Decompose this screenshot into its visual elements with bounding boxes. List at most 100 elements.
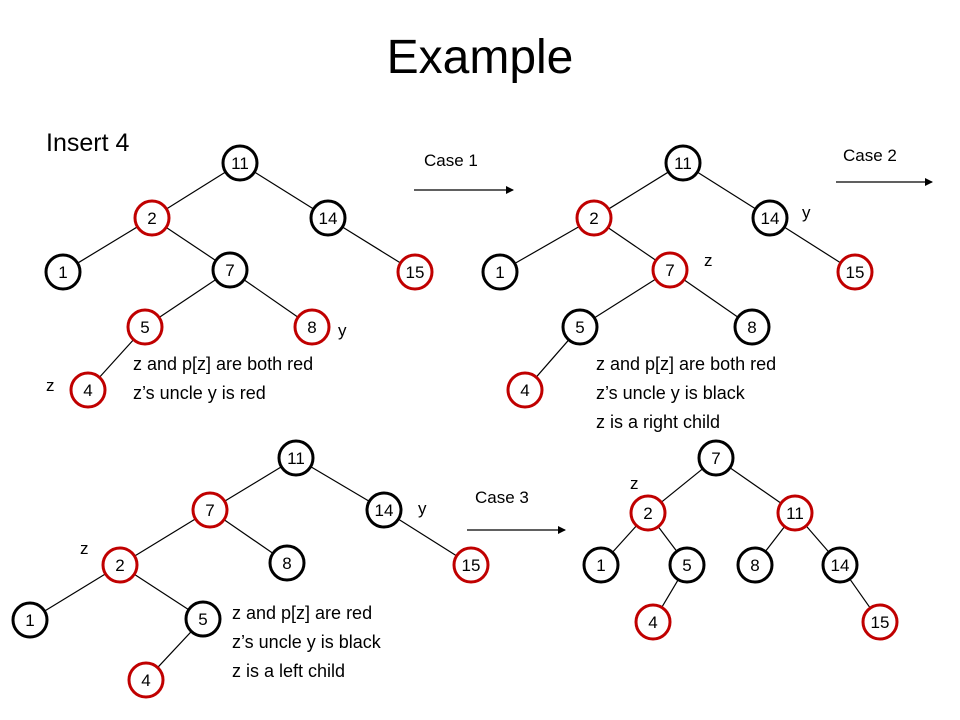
- tree-edge: [254, 171, 314, 210]
- node-circle: [221, 144, 259, 182]
- tree-edge: [660, 468, 704, 503]
- node-key: 14: [761, 209, 780, 228]
- tree-edge: [607, 227, 657, 261]
- node-key: 2: [147, 209, 156, 228]
- y-marker-insert: y: [338, 321, 347, 340]
- y-marker-case1: y: [802, 203, 811, 222]
- node-circle: [365, 491, 403, 529]
- node-key: 7: [205, 501, 214, 520]
- node-key: 5: [140, 318, 149, 337]
- node-key: 1: [495, 263, 504, 282]
- notes-case2: z and p[z] are red z’s uncle y is black …: [232, 599, 381, 686]
- node-circle: [821, 546, 859, 584]
- node-key: 15: [846, 263, 865, 282]
- node-circle: [634, 603, 672, 641]
- tree-node-2: 2: [629, 494, 667, 532]
- note-line: z’s uncle y is red: [133, 383, 266, 403]
- node-key: 7: [665, 261, 674, 280]
- node-circle: [668, 546, 706, 584]
- tree-node-11: 11: [776, 494, 814, 532]
- node-key: 8: [747, 318, 756, 337]
- tree-edge: [98, 339, 135, 378]
- node-circle: [582, 546, 620, 584]
- notes-insert: z and p[z] are both red z’s uncle y is r…: [133, 350, 313, 408]
- node-circle: [506, 371, 544, 409]
- z-marker-insert: z: [46, 376, 55, 395]
- tree-edge: [514, 225, 580, 265]
- tree-node-5: 5: [668, 546, 706, 584]
- node-circle: [44, 253, 82, 291]
- node-circle: [211, 251, 249, 289]
- node-circle: [309, 199, 347, 237]
- tree-node-15: 15: [836, 253, 874, 291]
- case1-label: Case 1: [424, 151, 478, 170]
- tree-node-8: 8: [293, 308, 331, 346]
- tree-node-15: 15: [452, 546, 490, 584]
- tree-edge: [729, 467, 782, 504]
- node-key: 5: [575, 318, 584, 337]
- node-key: 5: [682, 556, 691, 575]
- tree-node-2: 2: [101, 546, 139, 584]
- node-key: 7: [225, 261, 234, 280]
- note-line: z’s uncle y is black: [232, 632, 381, 652]
- node-circle: [396, 253, 434, 291]
- tree-node-4: 4: [506, 371, 544, 409]
- note-line: z is a left child: [232, 661, 346, 681]
- node-key: 2: [589, 209, 598, 228]
- tree-node-5: 5: [126, 308, 164, 346]
- node-key: 15: [406, 263, 425, 282]
- tree-node-2: 2: [575, 199, 613, 237]
- tree-edge: [661, 579, 679, 608]
- tree-edge: [764, 526, 786, 552]
- tree-edge: [398, 518, 457, 557]
- node-key: 4: [141, 671, 150, 690]
- node-circle: [127, 661, 165, 699]
- node-circle: [776, 494, 814, 532]
- tree-node-14: 14: [751, 199, 789, 237]
- tree-node-1: 1: [481, 253, 519, 291]
- tree-edge: [697, 171, 756, 210]
- tree-node-7: 7: [191, 491, 229, 529]
- node-key: 11: [287, 449, 305, 468]
- tree-edge: [683, 279, 739, 318]
- node-circle: [751, 199, 789, 237]
- node-circle: [101, 546, 139, 584]
- note-line: z is a right child: [596, 412, 721, 432]
- tree-edge: [657, 526, 678, 552]
- node-key: 8: [750, 556, 759, 575]
- tree-node-14: 14: [365, 491, 403, 529]
- node-circle: [481, 253, 519, 291]
- node-key: 2: [643, 504, 652, 523]
- tree-edge: [166, 171, 226, 210]
- node-key: 2: [115, 556, 124, 575]
- node-key: 14: [319, 209, 338, 228]
- node-circle: [836, 253, 874, 291]
- tree-node-11: 11: [664, 144, 702, 182]
- tree-edge: [535, 339, 570, 378]
- notes-case1: z and p[z] are both red z’s uncle y is b…: [596, 350, 776, 437]
- node-key: 11: [786, 504, 804, 523]
- tree-node-8: 8: [736, 546, 774, 584]
- node-key: 4: [648, 613, 657, 632]
- node-key: 7: [711, 449, 720, 468]
- tree-edge: [157, 631, 192, 668]
- node-circle: [126, 308, 164, 346]
- tree-edge: [134, 518, 196, 557]
- node-key: 5: [198, 610, 207, 629]
- tree-edge: [44, 573, 106, 612]
- tree-edge: [223, 519, 274, 554]
- node-key: 8: [282, 554, 291, 573]
- node-circle: [191, 491, 229, 529]
- node-key: 11: [231, 154, 249, 173]
- note-line: z and p[z] are red: [232, 603, 373, 623]
- node-circle: [733, 308, 771, 346]
- tree-node-4: 4: [69, 371, 107, 409]
- node-circle: [575, 199, 613, 237]
- tree-edge: [310, 466, 370, 502]
- tree-node-2: 2: [133, 199, 171, 237]
- tree-node-11: 11: [277, 439, 315, 477]
- node-key: 14: [375, 501, 394, 520]
- z-marker-case3: z: [630, 474, 639, 493]
- node-circle: [11, 601, 49, 639]
